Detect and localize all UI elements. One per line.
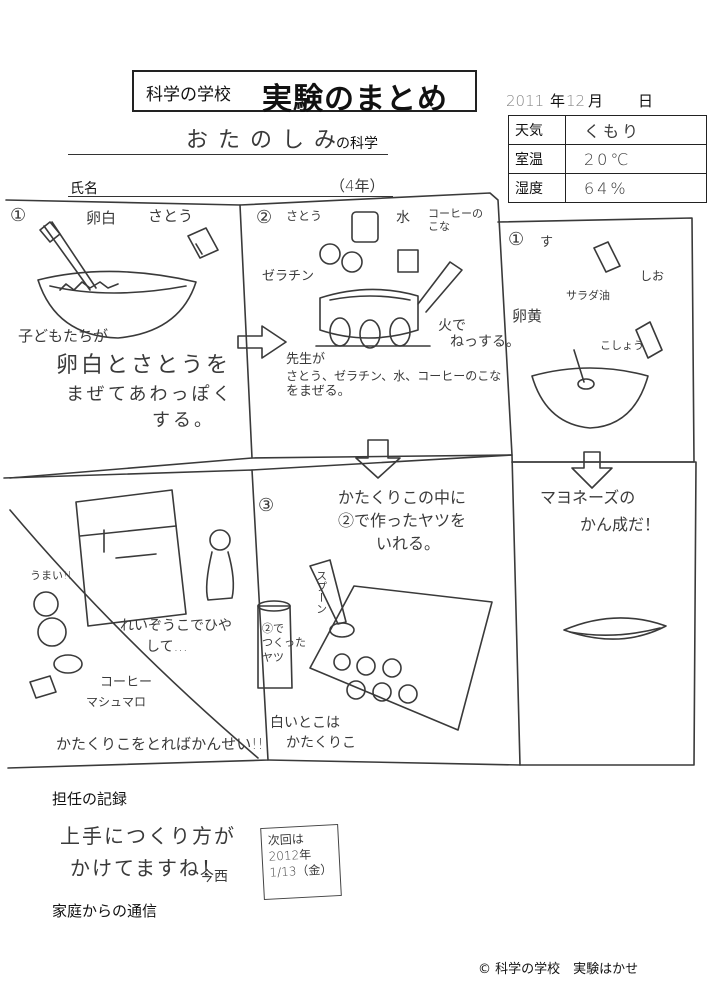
weather-row: 天気 くもり [508, 115, 707, 145]
next-line: 1/13（金） [269, 862, 333, 881]
shaker-icon [187, 227, 219, 259]
school-label: 科学の学校 [146, 85, 231, 105]
panel3-caption: マヨネーズの かん成だ！ [540, 484, 660, 538]
temperature-label: 室温 [508, 144, 566, 174]
weather-value: くもり [565, 115, 707, 145]
humidity-value: 64% [565, 173, 707, 203]
topic-underline [68, 154, 388, 155]
panel2-label-sugar: さとう [286, 209, 323, 223]
caption-line: まぜてあわっぽく [66, 383, 234, 405]
spoon-icon [309, 559, 355, 638]
day-label: 日 [638, 92, 654, 110]
temperature-row: 室温 20℃ [508, 144, 707, 174]
caption-line: 先生が [286, 352, 326, 367]
caption-line: いれる。 [376, 534, 441, 554]
note-line: 白いとこは [270, 715, 340, 731]
panel4-delicious: うまい!! [30, 569, 72, 582]
panel4-caption: かたくりこをとればかんせい!! [56, 735, 264, 753]
can-line: ヤツ [262, 650, 284, 664]
panel2-label-coffee: コーヒーのこな [428, 207, 483, 233]
panel3-number: ① [508, 229, 525, 250]
cool-line: して… [146, 639, 188, 655]
year-value: 2011 [506, 92, 545, 110]
panel4-cool-text: れいぞうこでひや して… [120, 616, 232, 658]
panel1-caption: 卵白とさとうを まぜてあわっぽく する。 [56, 350, 233, 434]
note-line: かたくりこ [286, 734, 356, 751]
temperature-value: 20℃ [565, 144, 707, 174]
topic-handwritten: おたのしみ [186, 128, 347, 153]
stove-icon [315, 317, 431, 349]
panel2-label-water: 水 [396, 210, 410, 226]
panel5-number: ③ [258, 495, 275, 516]
teacher-record-label: 担任の記録 [52, 790, 128, 808]
caption-line: かん成だ！ [580, 515, 661, 535]
fridge-icon [75, 489, 187, 627]
name-underline [68, 196, 393, 197]
weather-label: 天気 [508, 115, 566, 145]
caption-line: かたくりこの中に [338, 488, 467, 507]
panel1-number: ① [10, 205, 27, 226]
caption-line: する。 [152, 409, 215, 431]
title-box [132, 70, 477, 112]
panel3-label-pepper: こしょう [600, 339, 644, 352]
comment-line: 上手につくり方が [60, 824, 236, 848]
arrow-down-icon [355, 439, 613, 489]
can-line: つくった [262, 636, 306, 650]
can-line: ②で [262, 622, 284, 635]
teacher-name: 今西 [200, 869, 228, 885]
caption-line: ②で作ったヤツを [338, 511, 467, 531]
month-label: 月 [588, 92, 604, 110]
panel2-label-gelatin: ゼラチン [262, 269, 315, 284]
caption-line: 卵白とさとうを [56, 353, 232, 378]
fire-line: ねっする。 [450, 334, 520, 351]
arrow-right-icon [237, 325, 287, 359]
panel5-caption: かたくりこの中に ②で作ったヤツを いれる。 [338, 486, 466, 556]
whisk-icon [39, 221, 97, 291]
panel2-number: ② [256, 207, 273, 228]
mayo-icon [563, 617, 667, 640]
tray-icon [309, 585, 493, 731]
panel1-label-egg-white: 卵白 [86, 209, 117, 227]
weather-table: 天気 くもり 室温 20℃ 湿度 64% [508, 115, 707, 203]
panel1-label-sugar: さとう [148, 207, 194, 225]
comment-line: かけてますね！ [70, 856, 223, 880]
teacher-comment: 上手につくり方が かけてますね！ [60, 820, 236, 884]
panel3-label-oil: サラダ油 [566, 289, 610, 302]
cup-icon [319, 211, 419, 273]
year-label: 年 [550, 92, 566, 110]
mayo-bowl-icon [531, 241, 663, 429]
page-title: 実験のまとめ [262, 82, 448, 117]
panel5-can-label: ②で つくった ヤツ [262, 622, 306, 665]
can-icon [257, 600, 293, 689]
cool-line: れいぞうこでひや [120, 618, 232, 634]
pan-icon [319, 261, 463, 339]
panel4-coffee: コーヒー [100, 675, 153, 690]
panel5-bottom-note: 白いとこは かたくりこ [270, 714, 356, 753]
home-message-label: 家庭からの通信 [52, 902, 158, 920]
person-icon [205, 529, 235, 601]
panel3-label-vinegar: す [540, 235, 554, 250]
topic-suffix: の科学 [336, 136, 378, 152]
caption-line: をまぜる。 [286, 384, 351, 400]
panel5-spoon-label: スプーン [314, 570, 328, 614]
caption-line: マヨネーズの [540, 488, 636, 507]
panel3-label-salt: しお [640, 269, 665, 283]
panel-borders [3, 192, 697, 769]
panel1-who: 子どもたちが [18, 327, 109, 345]
grade-value: （4年） [330, 177, 385, 195]
panel4-marshmallow: マシュマロ [86, 695, 147, 709]
panel2-fire: 火で ねっする。 [438, 318, 520, 350]
next-session-box: 次回は 2012年 1/13（金） [260, 824, 342, 900]
panel3-label-yolk: 卵黄 [512, 307, 543, 325]
caption-line: さとう、ゼラチン、水、コーヒーのこな [286, 368, 502, 383]
panel2-caption: 先生が さとう、ゼラチン、水、コーヒーのこな をまぜる。 [286, 352, 501, 401]
humidity-row: 湿度 64% [508, 173, 707, 203]
name-label: 氏名 [70, 181, 98, 197]
fire-line: 火で [438, 318, 466, 334]
footer-copyright: © 科学の学校 実験はかせ [478, 962, 639, 977]
eating-figure-icon [29, 591, 83, 699]
